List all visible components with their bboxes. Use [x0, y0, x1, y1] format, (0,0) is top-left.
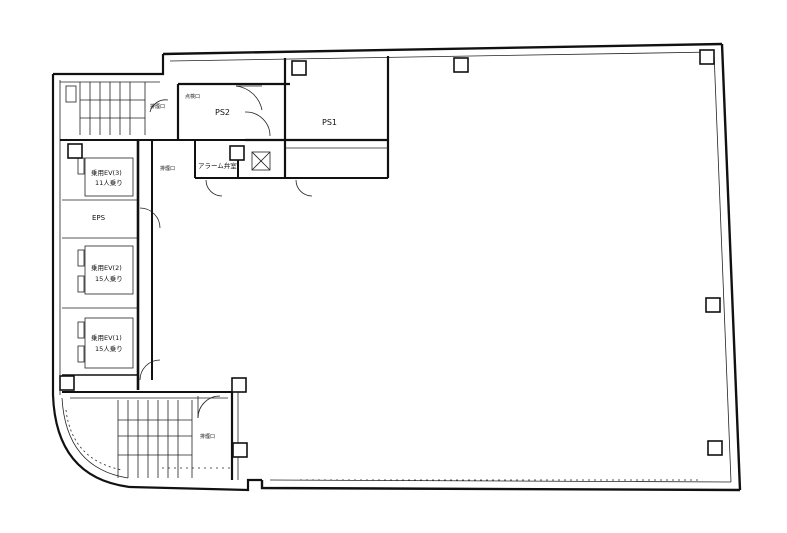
ceiling-lines [65, 409, 700, 481]
outer-walls [51, 42, 742, 492]
label-alarm-room: アラーム弁室 [198, 161, 237, 170]
label-ps1: PS1 [322, 118, 337, 127]
label-ev3-name: 乗用EV(3) [91, 168, 122, 177]
core-walls [60, 139, 285, 480]
label-smoke-vent-top: 排煙口 [150, 103, 165, 110]
label-ev3-capacity: 11人乗り [95, 178, 123, 187]
ps-rooms [139, 56, 390, 381]
elevator-shafts [77, 157, 134, 369]
label-ev2-capacity: 15人乗り [95, 274, 123, 283]
label-ev2-name: 乗用EV(2) [91, 263, 122, 272]
room-labels: PS1 PS2 EPS アラーム弁室 乗用EV(3) 11人乗り 乗用EV(2)… [91, 93, 337, 440]
label-inspection-hatch: 点検口 [185, 93, 200, 100]
stair-bottom [117, 395, 221, 478]
label-eps: EPS [92, 214, 106, 222]
label-exhaust: 排煙口 [160, 165, 175, 172]
label-smoke-vent-bottom: 排煙口 [200, 433, 215, 440]
label-ps2: PS2 [215, 108, 230, 117]
label-ev1-name: 乗用EV(1) [91, 333, 122, 342]
columns [59, 49, 723, 458]
label-ev1-capacity: 15人乗り [95, 344, 123, 353]
stair-top [65, 82, 146, 135]
